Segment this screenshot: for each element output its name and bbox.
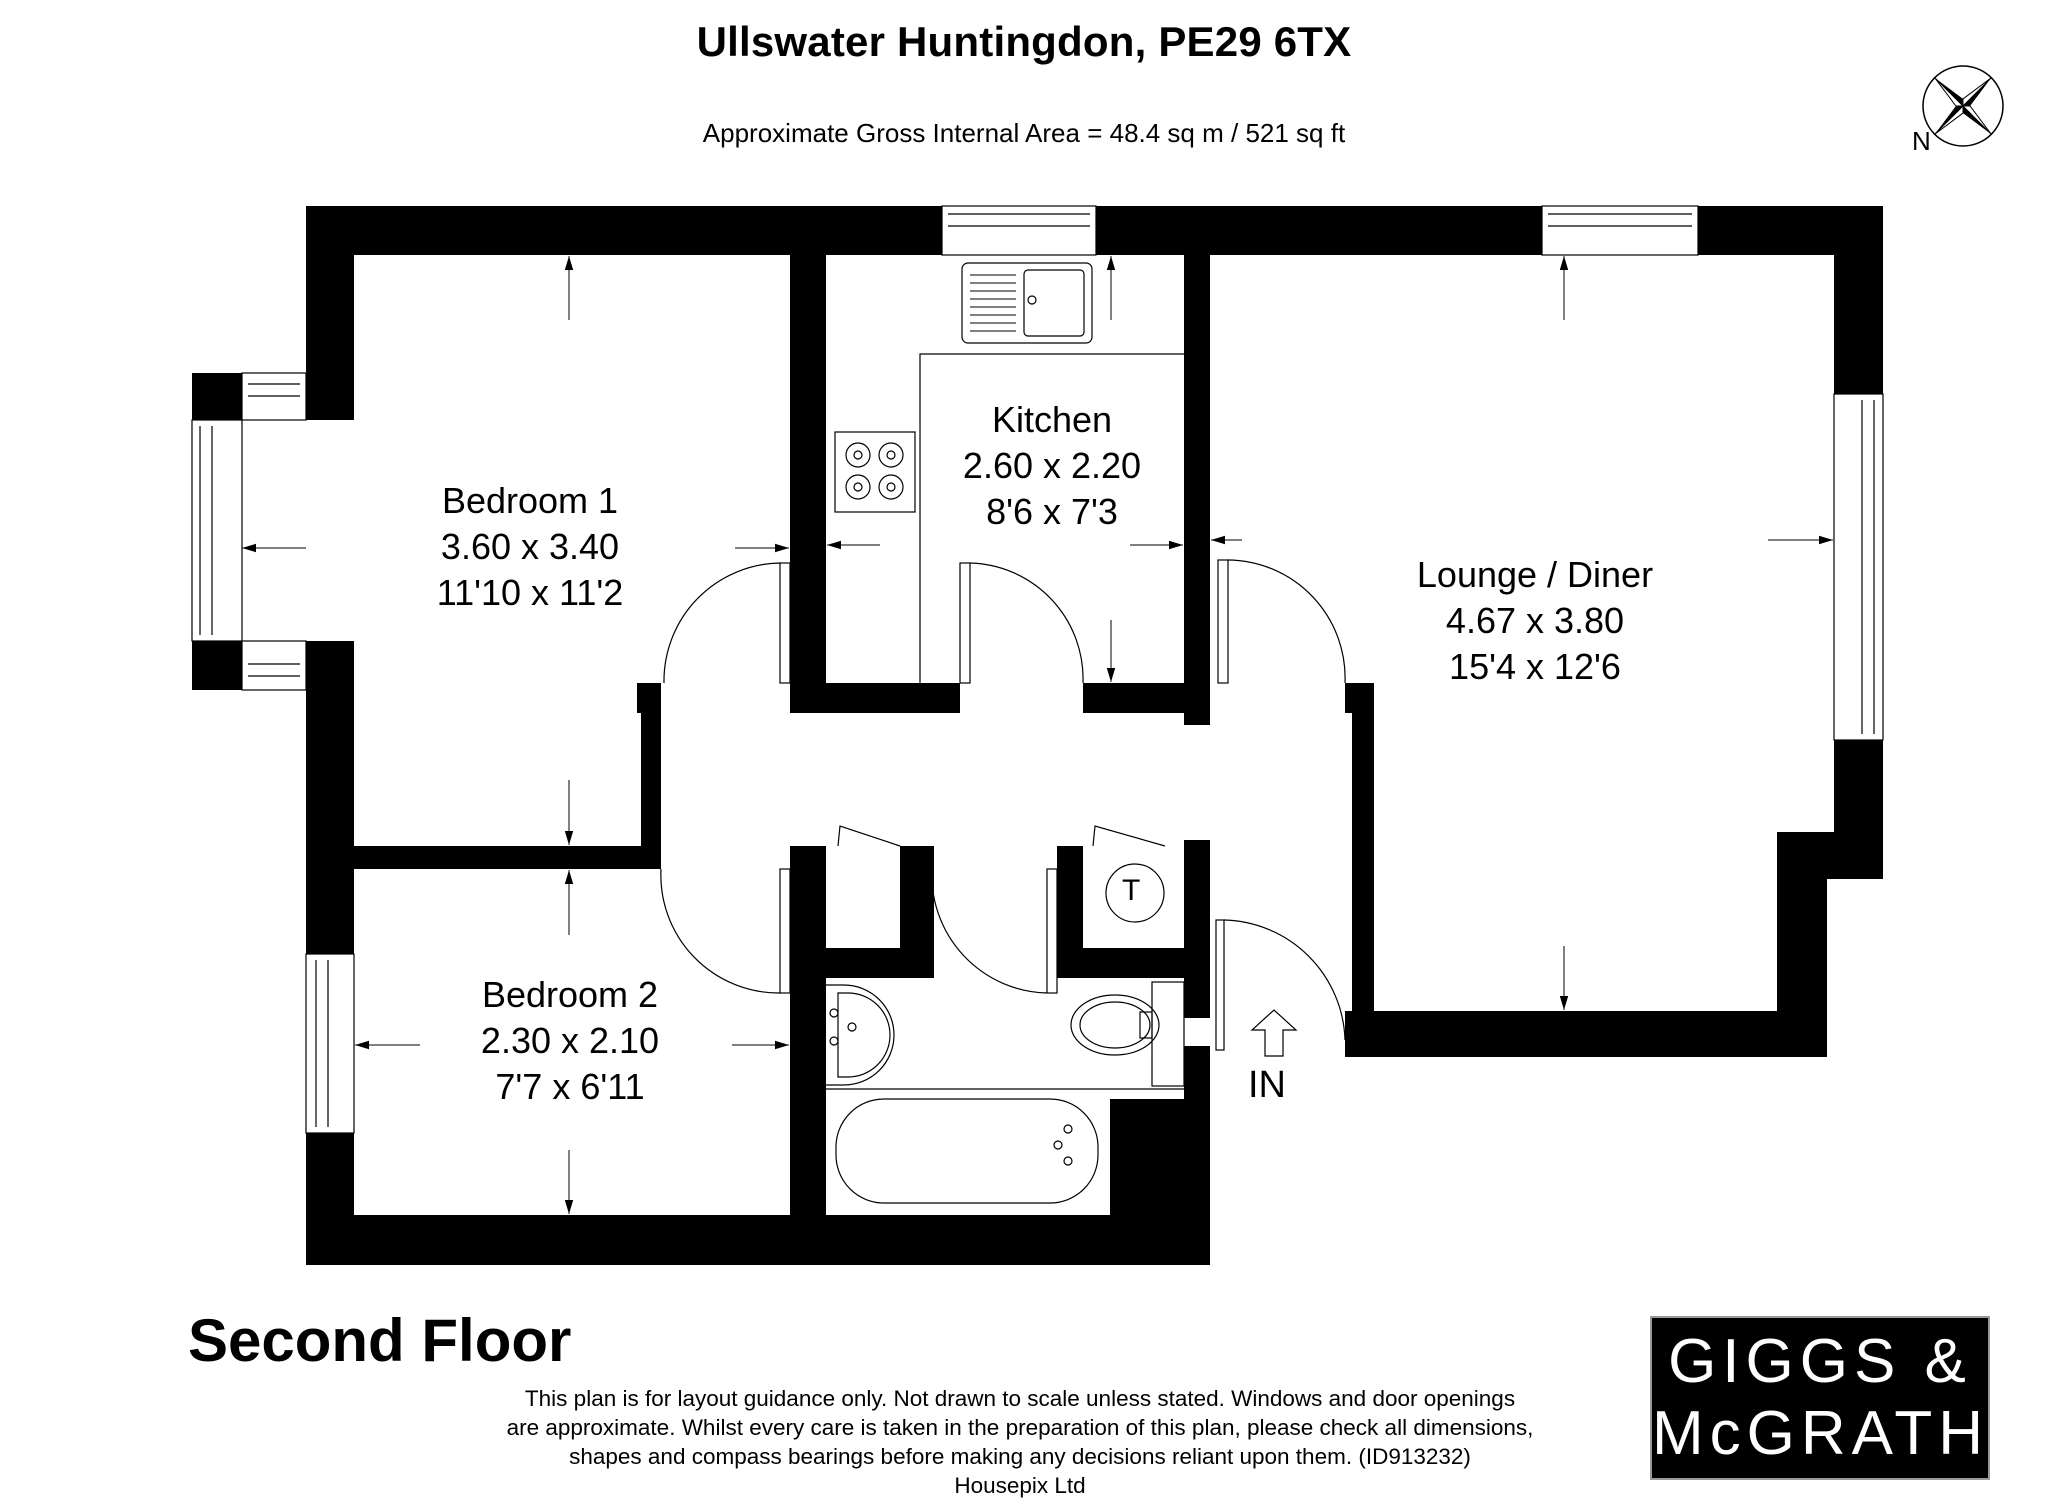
worktop-outline xyxy=(919,353,1184,683)
room-bedroom-2: Bedroom 2 2.30 x 2.10 7'7 x 6'11 xyxy=(440,972,700,1110)
sink-icon xyxy=(961,262,1093,344)
logo-line-1: GIGGS & xyxy=(1668,1327,1972,1396)
room-metric: 2.30 x 2.10 xyxy=(480,1020,660,1061)
room-bedroom-1: Bedroom 1 3.60 x 3.40 11'10 x 11'2 xyxy=(400,478,660,616)
bathroom-fixtures xyxy=(826,863,1185,1204)
room-name: Lounge / Diner xyxy=(1416,554,1654,595)
room-name: Bedroom 2 xyxy=(481,974,659,1015)
room-name: Kitchen xyxy=(991,399,1113,440)
room-metric: 4.67 x 3.80 xyxy=(1445,600,1625,641)
walls xyxy=(192,206,1883,1265)
windows xyxy=(191,205,1884,1134)
kitchen-fixtures xyxy=(834,262,1184,683)
water-tank-label: T xyxy=(1122,874,1141,907)
room-lounge-diner: Lounge / Diner 4.67 x 3.80 15'4 x 12'6 xyxy=(1380,552,1690,690)
hob-icon xyxy=(834,431,916,513)
room-name: Bedroom 1 xyxy=(441,480,619,521)
doors xyxy=(660,559,1346,1051)
lounge-right-window xyxy=(1833,393,1884,741)
property-title: Ullswater Huntingdon, PE29 6TX xyxy=(696,18,1352,65)
room-metric: 2.60 x 2.20 xyxy=(962,445,1142,486)
compass-rose-icon xyxy=(1922,65,2004,147)
room-imperial: 11'10 x 11'2 xyxy=(436,572,624,613)
kitchen-window xyxy=(941,205,1097,256)
bedroom2-window xyxy=(305,953,355,1134)
room-metric: 3.60 x 3.40 xyxy=(440,526,620,567)
entrance-label: IN xyxy=(1248,1064,1286,1106)
logo-line-2: McGRATH xyxy=(1652,1399,1990,1468)
disclaimer-line: are approximate. Whilst every care is ta… xyxy=(506,1415,1534,1440)
compass-north-label: N xyxy=(1912,126,1931,156)
room-imperial: 7'7 x 6'11 xyxy=(495,1066,645,1107)
room-imperial: 15'4 x 12'6 xyxy=(1449,646,1621,687)
entrance-arrow-icon xyxy=(1250,1009,1298,1057)
toilet-icon xyxy=(1070,994,1160,1056)
disclaimer-line: shapes and compass bearings before makin… xyxy=(569,1444,1471,1469)
agency-logo: GIGGS & McGRATH xyxy=(1650,1316,1990,1480)
bedroom1-bay-window-bottom xyxy=(241,640,307,691)
gross-internal-area: Approximate Gross Internal Area = 48.4 s… xyxy=(702,118,1346,148)
disclaimer-line: This plan is for layout guidance only. N… xyxy=(524,1386,1516,1411)
floor-name: Second Floor xyxy=(188,1307,572,1374)
bath-icon xyxy=(835,1098,1099,1204)
lounge-top-window xyxy=(1541,205,1699,256)
dimension-arrows xyxy=(242,256,1833,1214)
room-imperial: 8'6 x 7'3 xyxy=(986,491,1118,532)
disclaimer-line: Housepix Ltd xyxy=(954,1473,1086,1498)
basin-icon xyxy=(826,984,895,1086)
water-tank-icon xyxy=(1105,863,1165,923)
disclaimer: This plan is for layout guidance only. N… xyxy=(400,1384,1640,1500)
room-kitchen: Kitchen 2.60 x 2.20 8'6 x 7'3 xyxy=(920,397,1184,535)
